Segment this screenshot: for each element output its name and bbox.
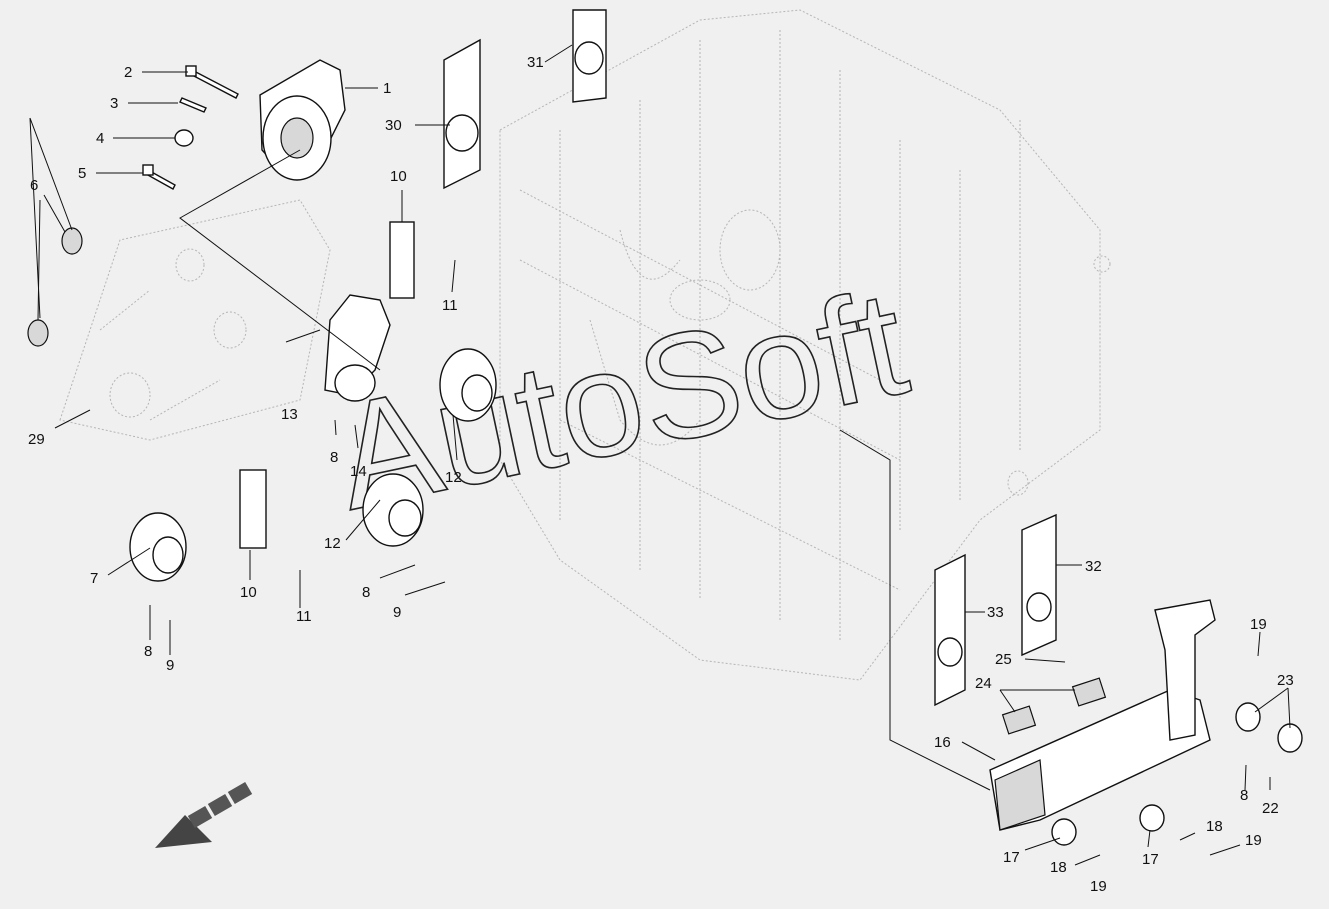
label-16: 16: [934, 734, 951, 751]
label-3: 3: [110, 95, 118, 112]
callout-labels: 1 2 3 4 5 6 7 8 8 8 8 9 9 10 10 11 11 12…: [28, 54, 1294, 895]
label-23: 23: [1277, 672, 1294, 689]
label-31: 31: [527, 54, 544, 71]
plate-33: [934, 553, 966, 707]
plate-32: [1021, 513, 1057, 657]
label-17-a: 17: [1003, 849, 1020, 866]
plate-31: [572, 9, 607, 103]
label-19-c: 19: [1245, 832, 1262, 849]
label-24: 24: [975, 675, 992, 692]
direction-arrow-icon: [155, 781, 253, 848]
label-10-b: 10: [240, 584, 257, 601]
label-19-b: 19: [1090, 878, 1107, 895]
label-2: 2: [124, 64, 132, 81]
label-8-a: 8: [330, 449, 338, 466]
beam-assembly-16: [989, 599, 1303, 846]
label-19-a: 19: [1250, 616, 1267, 633]
label-8-c: 8: [362, 584, 370, 601]
label-10-a: 10: [390, 168, 407, 185]
label-9-b: 9: [393, 604, 401, 621]
label-22: 22: [1262, 800, 1279, 817]
plate-30: [443, 38, 481, 190]
label-1: 1: [383, 80, 391, 97]
nut-6-lower: [27, 319, 49, 347]
label-29: 29: [28, 431, 45, 448]
label-18-b: 18: [1206, 818, 1223, 835]
leader-lines: [29, 44, 1291, 866]
block-10-lower: [239, 469, 267, 549]
label-12-b: 12: [324, 535, 341, 552]
label-30: 30: [385, 117, 402, 134]
label-12-a: 12: [445, 469, 462, 486]
label-8-b: 8: [144, 643, 152, 660]
flange-12-lower: [362, 473, 424, 547]
label-5: 5: [78, 165, 86, 182]
flange-12-upper: [439, 348, 497, 422]
label-11-b: 11: [296, 608, 312, 625]
label-32: 32: [1085, 558, 1102, 575]
label-6: 6: [30, 177, 38, 194]
label-17-b: 17: [1142, 851, 1159, 868]
label-9-a: 9: [166, 657, 174, 674]
label-7: 7: [90, 570, 98, 587]
label-14: 14: [350, 463, 367, 480]
label-13: 13: [281, 406, 298, 423]
label-4: 4: [96, 130, 104, 147]
part-housing-1: [259, 59, 346, 181]
nut-6-upper: [61, 227, 83, 255]
block-10-upper: [389, 221, 415, 299]
machine-frame-ghost: [59, 9, 1111, 681]
fasteners-top: [142, 65, 239, 190]
label-11-a: 11: [442, 297, 458, 314]
label-18-a: 18: [1050, 859, 1067, 876]
flange-7: [129, 512, 187, 582]
label-8-d: 8: [1240, 787, 1248, 804]
label-33: 33: [987, 604, 1004, 621]
label-25: 25: [995, 651, 1012, 668]
